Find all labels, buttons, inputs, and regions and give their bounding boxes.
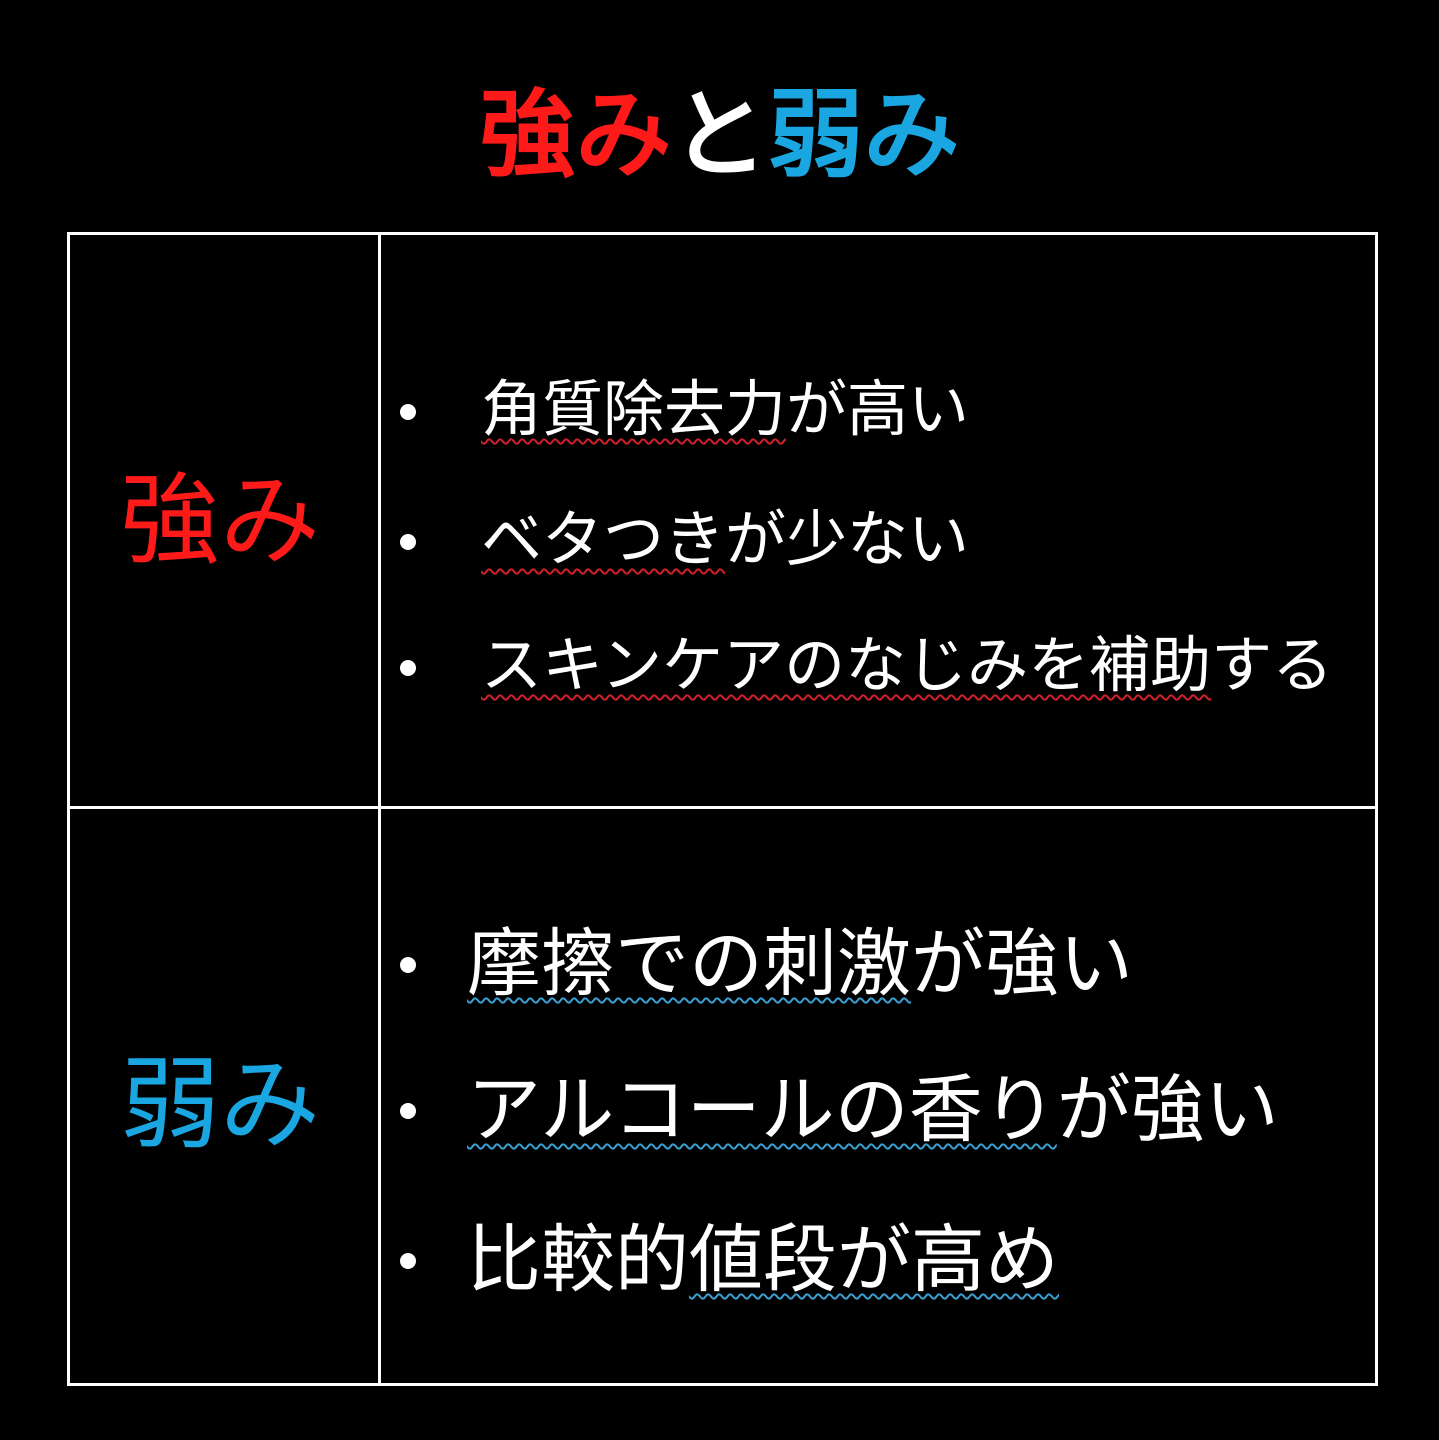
bullet-icon (400, 957, 416, 973)
weakness-item: 摩擦での刺激が強い (400, 919, 1133, 1009)
row-divider (70, 806, 1375, 809)
weakness-item: アルコールの香りが強い (400, 1065, 1279, 1155)
strength-item: スキンケアのなじみを補助する (400, 626, 1333, 706)
strength-item: ベタつきが少ない (400, 500, 969, 580)
bullet-icon (400, 1103, 416, 1119)
bullet-icon (400, 534, 416, 550)
title-weakness: 弱み (767, 79, 960, 191)
strength-item: 角質除去力が高い (400, 370, 969, 450)
bullet-icon (400, 660, 416, 676)
strengths-label: 強み (120, 462, 320, 579)
bullet-icon (400, 404, 416, 420)
page-title: 強みと弱み (0, 75, 1439, 195)
title-strength: 強み (479, 79, 672, 191)
bullet-icon (400, 1253, 416, 1269)
weaknesses-label: 弱み (120, 1046, 320, 1163)
column-divider (378, 235, 381, 1383)
comparison-table: 強み 弱み 角質除去力が高い ベタつきが少ない スキンケアのなじみを補助する 摩… (67, 232, 1378, 1386)
title-and: と (671, 79, 768, 191)
weakness-item: 比較的値段が高め (400, 1215, 1059, 1305)
